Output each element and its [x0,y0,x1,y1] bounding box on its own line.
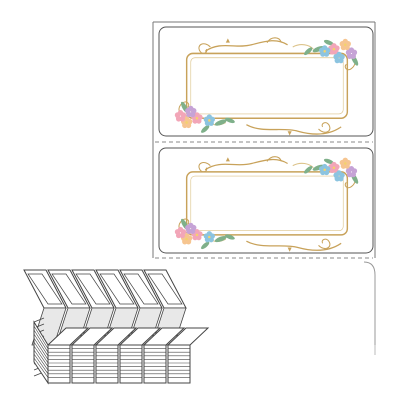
label-bottom [158,147,374,254]
label-top [158,26,374,137]
label-backing-strip [152,21,376,355]
fanfold-stack [23,269,210,385]
